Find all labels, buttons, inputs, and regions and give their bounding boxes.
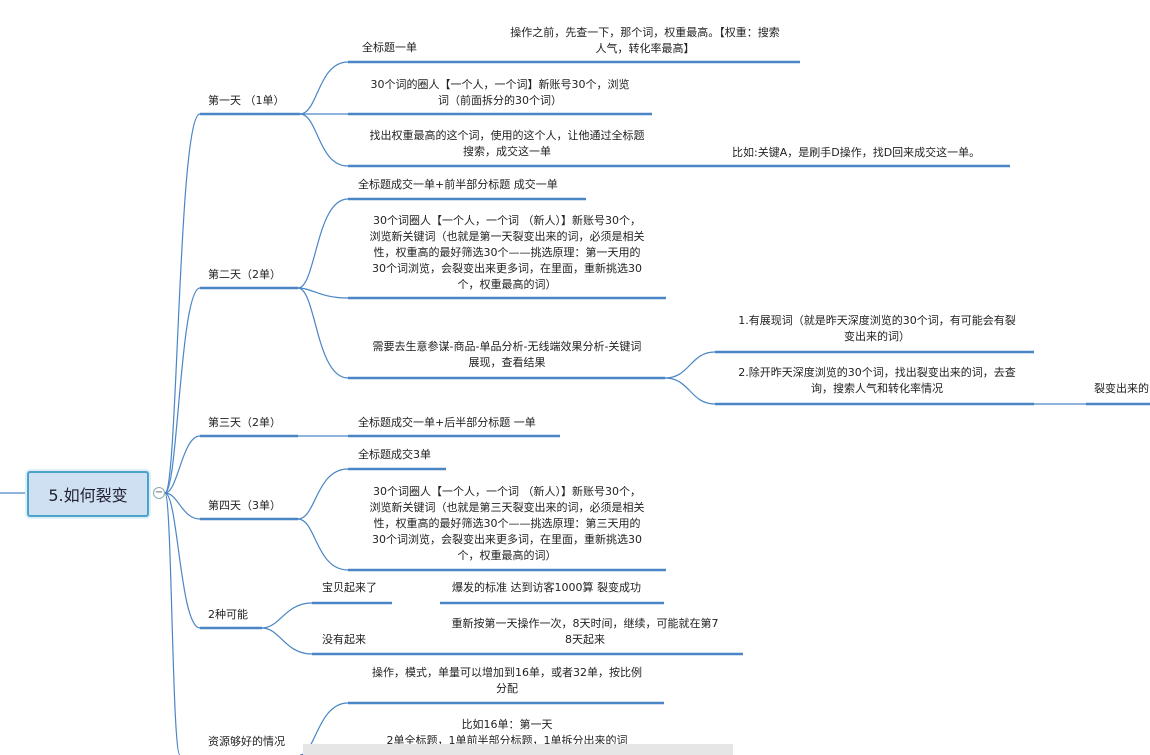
text-line: 分配 [496, 682, 518, 695]
horizontal-scrollbar[interactable] [303, 744, 733, 755]
text-line: 2.除开昨天深度浏览的30个词，找出裂变出来的词，去查 [738, 366, 1016, 379]
topic-day1-full-title-note[interactable]: 操作之前，先查一下，那个词，权重最高。【权重：搜索 人气，转化率最高】 [480, 25, 810, 57]
topic-day4-deal[interactable]: 全标题成交3单 [358, 448, 431, 461]
text-line: 8天起来 [565, 633, 605, 646]
text-line: 浏览新关键词（也就是第三天裂变出来的词，必须是相关 [369, 501, 645, 514]
topic-day3-deal[interactable]: 全标题成交一单+后半部分标题 一单 [358, 416, 536, 429]
text-line: 个，权重最高的词） [457, 549, 557, 562]
text-line: 操作之前，先查一下，那个词，权重最高。【权重：搜索 [510, 26, 780, 39]
text-line: 操作，模式，单量可以增加到16单，或者32单，按比例 [372, 666, 642, 679]
topic-day2-circle[interactable]: 30个词圈人【一个人，一个词 （新人）】新账号30个， 浏览新关键词（也就是第一… [350, 213, 664, 293]
topic-day2-check-a[interactable]: 1.有展现词（就是昨天深度浏览的30个词，有可能会有裂 变出来的词） [718, 313, 1036, 345]
topic-day1[interactable]: 第一天 （1单） [208, 94, 285, 107]
topic-rich-ops[interactable]: 操作，模式，单量可以增加到16单，或者32单，按比例 分配 [350, 665, 664, 697]
root-topic[interactable]: 5.如何裂变 [27, 471, 149, 517]
text-line: 询，搜索人气和转化率情况 [811, 382, 943, 395]
topic-day2[interactable]: 第二天（2单） [208, 268, 281, 281]
text-line: 找出权重最高的这个词，使用的这个人，让他通过全标题 [369, 129, 645, 142]
topic-day4[interactable]: 第四天（3单） [208, 499, 281, 512]
topic-day1-find-example[interactable]: 比如:关键A，是刷手D操作，找D回来成交这一单。 [732, 146, 981, 159]
text-line: 人气，转化率最高】 [595, 42, 695, 55]
text-line: 30个词圈人【一个人，一个词 （新人）】新账号30个， [373, 214, 641, 227]
topic-day1-circle[interactable]: 30个词的圈人【一个人，一个词】新账号30个，浏览 词（前面拆分的30个词） [352, 77, 648, 109]
topic-two-possibilities[interactable]: 2种可能 [208, 608, 248, 621]
topic-day2-deal[interactable]: 全标题成交一单+前半部分标题 成交一单 [358, 178, 558, 191]
text-line: 30个词的圈人【一个人，一个词】新账号30个，浏览 [370, 78, 630, 91]
text-line: 展现，查看结果 [468, 356, 546, 369]
text-line: 30个词浏览，会裂变出来更多词，在里面，重新挑选30 [372, 262, 642, 275]
topic-item-down-note[interactable]: 重新按第一天操作一次，8天时间，继续，可能就在第7 8天起来 [434, 616, 736, 648]
text-line: 个，权重最高的词） [457, 278, 557, 291]
topic-day1-find[interactable]: 找出权重最高的这个词，使用的这个人，让他通过全标题 搜索，成交这一单 [352, 128, 662, 160]
topic-day1-full-title[interactable]: 全标题一单 [362, 41, 417, 54]
collapse-toggle-icon[interactable]: − [153, 487, 165, 499]
text-line: 变出来的词） [844, 330, 910, 343]
topic-day4-circle[interactable]: 30个词圈人【一个人，一个词 （新人）】新账号30个， 浏览新关键词（也就是第三… [350, 484, 664, 564]
text-line: 30个词圈人【一个人，一个词 （新人）】新账号30个， [373, 485, 641, 498]
text-line: 需要去生意参谋-商品-单品分析-无线端效果分析-关键词 [372, 340, 642, 353]
text-line: 浏览新关键词（也就是第一天裂变出来的词，必须是相关 [369, 230, 645, 243]
topic-rich-example[interactable]: 比如16单：第一天 2单全标题，1单前半部分标题，1单拆分出来的词 [350, 717, 664, 749]
text-line: 重新按第一天操作一次，8天时间，继续，可能就在第7 [451, 617, 719, 630]
text-line: 词（前面拆分的30个词） [438, 94, 562, 107]
text-line: 30个词浏览，会裂变出来更多词，在里面，重新挑选30 [372, 533, 642, 546]
text-line: 1.有展现词（就是昨天深度浏览的30个词，有可能会有裂 [738, 314, 1016, 327]
topic-item-up-note[interactable]: 爆发的标准 达到访客1000算 裂变成功 [452, 581, 641, 594]
topic-rich-resources[interactable]: 资源够好的情况 [208, 735, 285, 748]
topic-item-up[interactable]: 宝贝起来了 [322, 581, 377, 594]
topic-day2-check-b-child[interactable]: 裂变出来的 [1094, 382, 1149, 395]
topic-item-down[interactable]: 没有起来 [322, 633, 366, 646]
text-line: 性，权重高的最好筛选30个——挑选原理：第三天用的 [373, 517, 641, 530]
text-line: 搜索，成交这一单 [463, 145, 551, 158]
text-line: 2单全标题，1单前半部分标题，1单拆分出来的词 [386, 734, 628, 747]
topic-day2-check[interactable]: 需要去生意参谋-商品-单品分析-无线端效果分析-关键词 展现，查看结果 [350, 339, 664, 371]
text-line: 比如16单：第一天 [461, 718, 553, 731]
root-topic-label: 5.如何裂变 [48, 486, 128, 505]
topic-day2-check-b[interactable]: 2.除开昨天深度浏览的30个词，找出裂变出来的词，去查 询，搜索人气和转化率情况 [718, 365, 1036, 397]
text-line: 性，权重高的最好筛选30个——挑选原理：第一天用的 [373, 246, 641, 259]
topic-day3[interactable]: 第三天（2单） [208, 416, 281, 429]
